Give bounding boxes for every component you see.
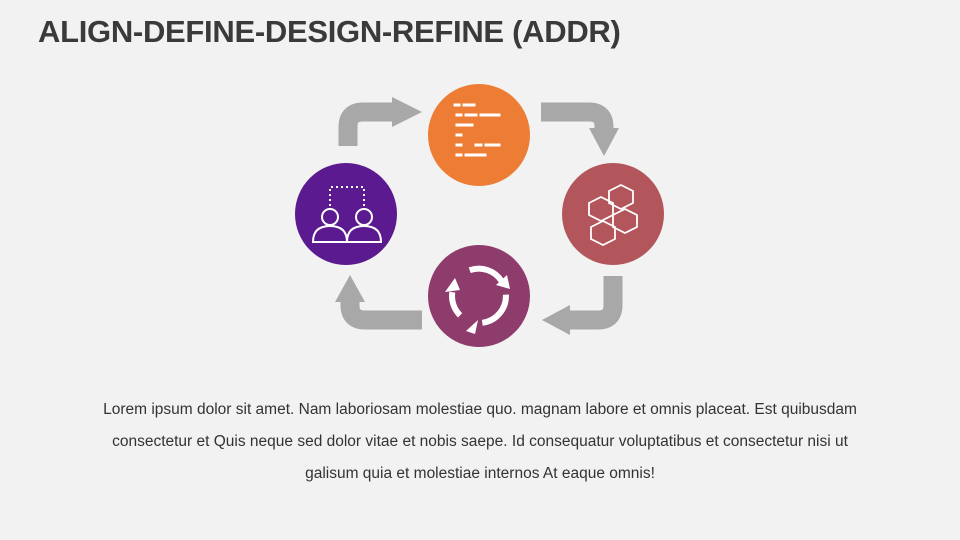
step-define	[428, 84, 530, 186]
arrow-refine-to-align	[335, 275, 422, 330]
page-title: ALIGN-DEFINE-DESIGN-REFINE (ADDR)	[38, 14, 621, 49]
step-design	[562, 163, 664, 265]
arrow-define-to-design	[541, 102, 619, 156]
people-connection-icon	[311, 186, 383, 243]
step-align	[295, 163, 397, 265]
hexagons-icon	[588, 183, 638, 247]
arrow-design-to-refine	[542, 276, 623, 335]
arrow-align-to-define	[338, 97, 422, 146]
step-refine	[428, 245, 530, 347]
cycle-arrows-icon	[449, 265, 509, 326]
list-icon	[453, 103, 501, 157]
description-text: Lorem ipsum dolor sit amet. Nam laborios…	[103, 400, 857, 482]
addr-cycle-diagram	[295, 84, 664, 347]
